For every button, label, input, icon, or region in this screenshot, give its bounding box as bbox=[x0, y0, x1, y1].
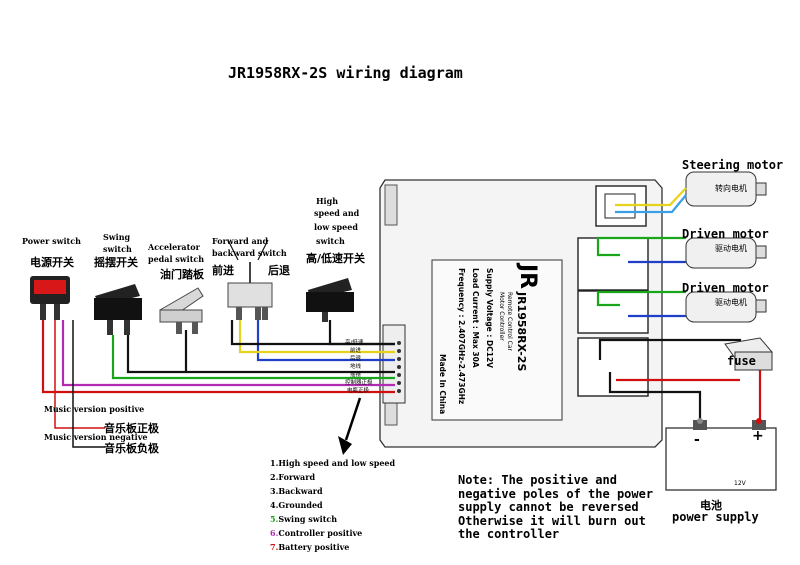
pin-label-7: 电瓶正极 bbox=[347, 388, 370, 394]
accelerator-label-2: pedal switch bbox=[148, 254, 205, 264]
speed-switch-label-4: switch bbox=[316, 236, 345, 246]
pin-label-6: 控制器正极 bbox=[345, 380, 373, 386]
music-negative-label: Music version negative bbox=[44, 432, 148, 442]
controller-logo: JR bbox=[515, 264, 540, 290]
driven-motor-1-label: Driven motor bbox=[682, 227, 769, 241]
pin-label-1: 高/低速 bbox=[345, 340, 364, 346]
switch-wires bbox=[41, 239, 395, 448]
forward-backward-switch-body bbox=[227, 262, 273, 320]
forward-cn: 前进 bbox=[212, 264, 234, 277]
battery-cn: 电池 bbox=[700, 499, 722, 512]
forward-backward-label-2: backward switch bbox=[212, 248, 287, 258]
swing-switch-label-2: switch bbox=[103, 244, 132, 254]
driven-motor-1-body bbox=[685, 237, 767, 269]
power-supply-label: power supply bbox=[672, 510, 759, 524]
swing-switch-cn: 摇摆开关 bbox=[94, 256, 138, 269]
steering-motor-cn: 转向电机 bbox=[715, 184, 747, 193]
power-switch-body bbox=[30, 276, 70, 320]
battery-body bbox=[665, 418, 777, 491]
accelerator-cn: 油门踏板 bbox=[160, 268, 204, 281]
motor-wires bbox=[596, 187, 762, 420]
warning-note: Note: The positive and negative poles of… bbox=[458, 473, 654, 541]
controller-frequency: Frequency : 2.407GHz-2.473GHz bbox=[457, 268, 466, 405]
fuse-label: fuse bbox=[727, 354, 756, 368]
battery-plus: + bbox=[752, 428, 764, 444]
speed-switch-label-3: low speed bbox=[314, 222, 358, 232]
accelerator-switch-body bbox=[159, 287, 204, 334]
controller-model: JR1958RX-2S bbox=[515, 292, 528, 372]
speed-switch-label-1: High bbox=[316, 196, 339, 206]
speed-switch-body bbox=[306, 278, 354, 322]
music-positive-label: Music version positive bbox=[44, 404, 145, 414]
driven-motor-2-cn: 驱动电机 bbox=[715, 298, 747, 307]
controller-subtitle-1: Remote Control Car bbox=[506, 292, 513, 351]
pin-label-3: 后退 bbox=[350, 356, 362, 362]
pointer-arrow bbox=[338, 397, 362, 455]
legend-item: 5.Swing switch bbox=[270, 514, 338, 524]
legend-item: 4.Grounded bbox=[270, 500, 323, 510]
battery-minus: - bbox=[694, 432, 700, 448]
power-switch-cn: 电源开关 bbox=[30, 256, 74, 269]
controller-subtitle-2: Motor Controller bbox=[498, 292, 505, 341]
battery-voltage: 12V bbox=[734, 480, 746, 487]
diagram-title: JR1958RX-2S wiring diagram bbox=[228, 64, 463, 82]
music-negative-cn: 音乐板负极 bbox=[104, 442, 159, 455]
swing-switch-body bbox=[94, 284, 142, 335]
driven-motor-1-cn: 驱动电机 bbox=[715, 244, 747, 253]
pin-label-5: 摇摆 bbox=[350, 372, 362, 378]
accelerator-label-1: Accelerator bbox=[148, 242, 200, 252]
controller-current: Load Current : Max 30A bbox=[471, 268, 480, 368]
legend-item: 2.Forward bbox=[270, 472, 316, 482]
steering-motor-label: Steering motor bbox=[682, 158, 784, 172]
fuse-body bbox=[724, 337, 773, 371]
legend-item: 3.Backward bbox=[270, 486, 323, 496]
pin-header bbox=[397, 341, 401, 393]
controller-voltage: Supply Voltage : DC12V bbox=[485, 268, 494, 368]
pin-label-2: 前进 bbox=[350, 348, 362, 354]
driven-motor-2-body bbox=[685, 291, 767, 323]
legend-item: 7.Battery positive bbox=[270, 542, 350, 552]
legend-item: 1.High speed and low speed bbox=[270, 458, 396, 468]
speed-switch-cn: 高/低速开关 bbox=[306, 252, 366, 265]
backward-cn: 后退 bbox=[268, 264, 290, 277]
speed-switch-label-2: speed and bbox=[314, 208, 360, 218]
driven-motor-2-label: Driven motor bbox=[682, 281, 769, 295]
controller-made-in: Made In China bbox=[438, 354, 447, 415]
power-switch-label: Power switch bbox=[22, 236, 81, 246]
pin-label-4: 地线 bbox=[350, 364, 362, 370]
forward-backward-label-1: Forward and bbox=[212, 236, 269, 246]
music-positive-cn: 音乐板正极 bbox=[104, 422, 159, 435]
legend-item: 6.Controller positive bbox=[270, 528, 363, 538]
swing-switch-label-1: Swing bbox=[103, 232, 131, 242]
